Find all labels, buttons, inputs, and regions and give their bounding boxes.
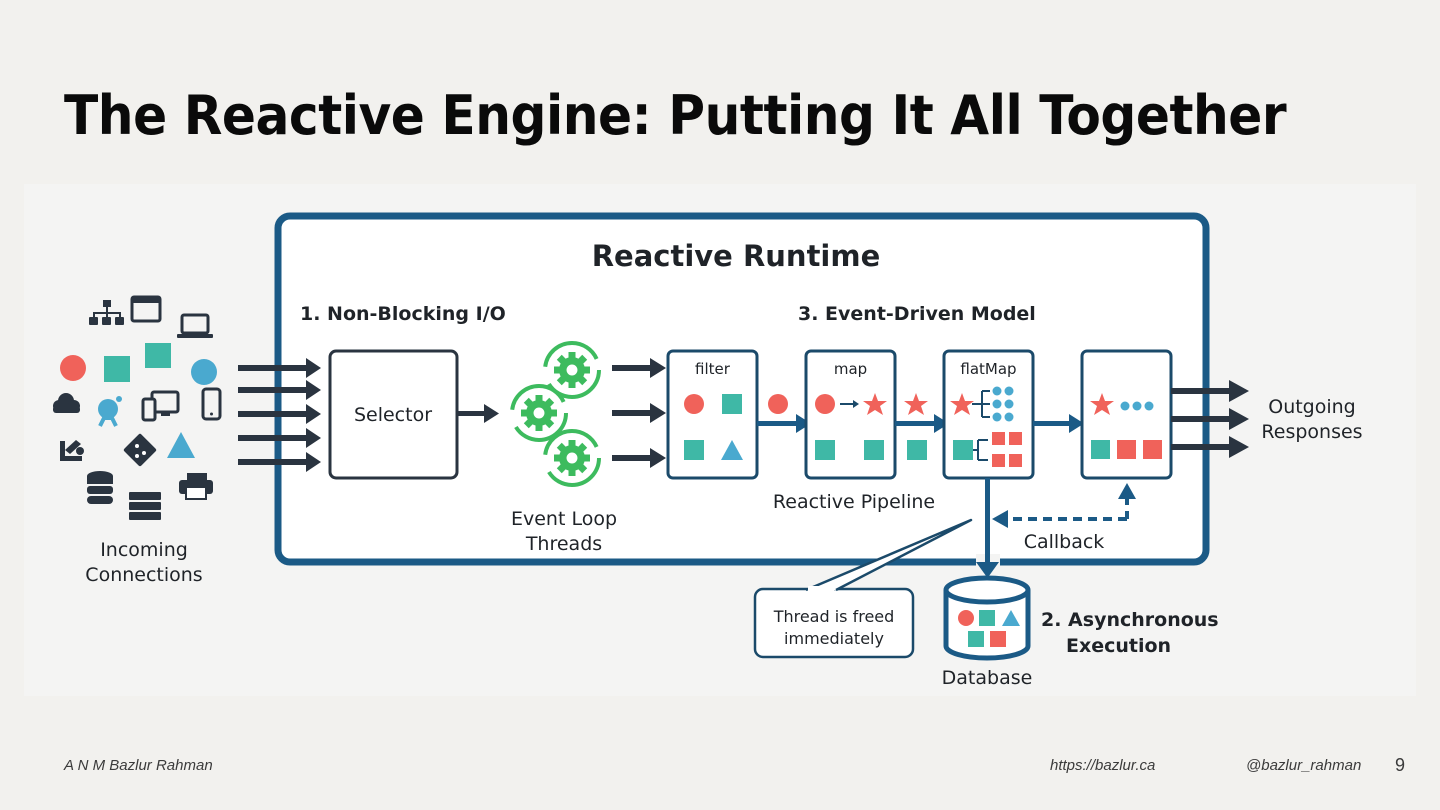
page-number: 9 — [1395, 755, 1406, 775]
operator-filter-label: filter — [695, 360, 731, 378]
database-label: Database — [942, 667, 1033, 689]
teal-square-shape — [145, 343, 171, 368]
eventloop-to-filter-arrows — [612, 358, 666, 468]
runtime-title: Reactive Runtime — [592, 239, 881, 273]
incoming-arrow — [238, 452, 321, 472]
red-star — [863, 393, 887, 415]
reactive-pipeline-label: Reactive Pipeline — [773, 491, 935, 513]
cycle-arrow-icon — [510, 384, 568, 442]
blue-circle-shape — [191, 359, 217, 385]
callout-line1: Thread is freed — [773, 607, 895, 626]
cycle-arrow-icon — [543, 341, 601, 399]
operator-map-label: map — [834, 360, 867, 378]
eventloop-to-filter-arrow — [612, 448, 666, 468]
outgoing-arrows — [1171, 380, 1249, 458]
network-hierarchy-icon — [89, 300, 124, 325]
footer-handle[interactable]: @bazlur_rahman — [1246, 757, 1362, 774]
eventloop-to-filter-arrow — [612, 358, 666, 378]
flatmap-to-database-arrow — [976, 478, 999, 578]
diagram-panel: Reactive Runtime 1. Non-Blocking I/O 3. … — [24, 184, 1416, 696]
git-icon — [123, 433, 157, 467]
multi-device-icon — [141, 390, 180, 422]
section1-heading: 1. Non-Blocking I/O — [300, 303, 506, 325]
server-icon — [129, 492, 161, 520]
thread-freed-callout: Thread is freed immediately — [753, 518, 973, 659]
eventloop-to-filter-arrow — [612, 403, 666, 423]
operator-result — [1080, 349, 1173, 480]
gear-icon — [543, 341, 601, 399]
operator-flatmap-label: flatMap — [960, 360, 1016, 378]
cycle-arrow-icon — [543, 429, 601, 487]
incoming-icons — [53, 295, 222, 520]
callback-label: Callback — [1024, 531, 1105, 553]
printer-icon — [179, 473, 213, 500]
reactive-engine-diagram: Reactive Runtime 1. Non-Blocking I/O 3. … — [53, 212, 1363, 689]
blue-triangle-shape — [167, 432, 195, 458]
red-circle-shape — [60, 355, 86, 381]
selector-box — [328, 349, 459, 480]
gear-icon — [510, 384, 568, 442]
browser-window-icon — [130, 295, 162, 323]
selector-to-eventloop-arrow — [458, 404, 499, 423]
operator-filter: filter — [666, 349, 759, 480]
operator-map: map — [804, 349, 897, 480]
flatmap-to-result-arrow — [1033, 414, 1084, 433]
outgoing-label-line1: Outgoing — [1268, 396, 1356, 418]
database-icon — [87, 471, 113, 504]
database-cylinder — [943, 575, 1031, 661]
footer-website-link[interactable]: https://bazlur.ca — [1050, 757, 1156, 774]
robot-arm-icon — [60, 440, 84, 461]
operator-flatmap: flatMap — [942, 349, 1035, 480]
event-loop-gears — [510, 341, 601, 487]
passing-red-star — [904, 393, 928, 415]
incoming-label-line2: Connections — [85, 564, 202, 586]
section3-heading: 3. Event-Driven Model — [798, 303, 1036, 325]
incoming-arrow — [238, 404, 321, 424]
map-to-flatmap-arrow — [895, 414, 949, 433]
smartphone-icon — [201, 387, 222, 421]
incoming-arrows — [238, 358, 321, 472]
selector-label: Selector — [354, 404, 432, 426]
laptop-icon — [177, 313, 213, 338]
slide-title: The Reactive Engine: Putting It All Toge… — [64, 84, 1287, 147]
filter-to-map-arrow — [757, 414, 811, 433]
footer-author: A N M Bazlur Rahman — [64, 757, 213, 774]
passing-teal-square — [907, 440, 927, 460]
incoming-arrow — [238, 358, 321, 378]
incoming-arrow — [238, 428, 321, 448]
incoming-label-line1: Incoming — [100, 539, 188, 561]
cloud-icon — [53, 393, 80, 413]
callback-dashed-arrow — [992, 483, 1136, 528]
user-icon — [98, 396, 122, 427]
event-loop-label-line1: Event Loop — [511, 508, 617, 530]
section2-heading-line1: 2. Asynchronous — [1041, 609, 1219, 631]
callout-line2: immediately — [784, 629, 884, 648]
gear-icon — [543, 429, 601, 487]
outgoing-label-line2: Responses — [1261, 421, 1362, 443]
incoming-arrow — [238, 380, 321, 400]
teal-square-shape — [104, 356, 130, 382]
event-loop-label-line2: Threads — [525, 533, 602, 555]
passing-red-circle — [768, 394, 788, 414]
section2-heading-line2: Execution — [1066, 635, 1171, 657]
